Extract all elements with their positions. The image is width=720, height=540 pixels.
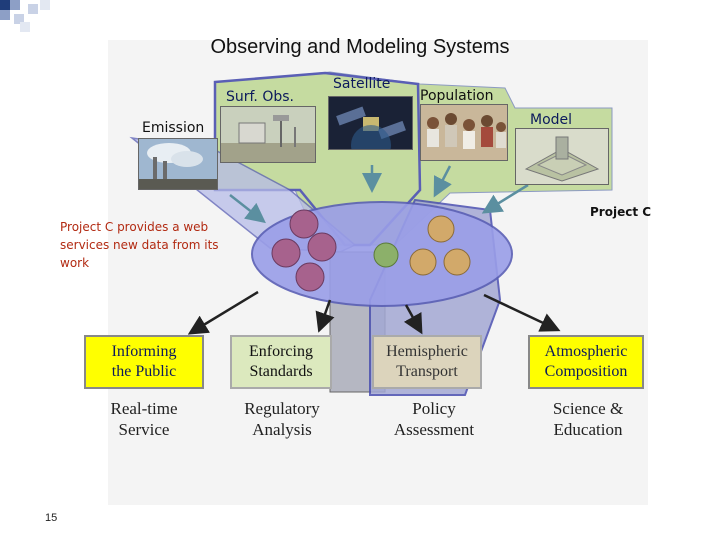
page-number: 15 xyxy=(45,512,58,524)
arrow-to-public xyxy=(187,290,259,335)
surface-observation-photo xyxy=(220,106,316,163)
arrow-model xyxy=(481,183,529,214)
project-c-label: Project C xyxy=(590,205,652,219)
enforcing-standards-box: Enforcing Standards xyxy=(230,335,332,389)
informing-public-label: Informing the Public xyxy=(111,343,177,380)
enforcing-standards-label: Enforcing Standards xyxy=(249,343,313,380)
atmospheric-composition-label: Atmospheric Composition xyxy=(544,343,628,380)
science-education-label: Science & Education xyxy=(552,399,624,439)
arrow-emission xyxy=(229,194,266,224)
hemispheric-transport-box: Hemispheric Transport xyxy=(372,335,482,389)
hub-node-orange-2 xyxy=(409,248,437,276)
regulatory-analysis-label: Regulatory Analysis xyxy=(244,399,320,439)
atmospheric-composition-box: Atmospheric Composition xyxy=(528,335,644,389)
hub-node-purple-3 xyxy=(271,238,301,268)
satellite-label: Satellite xyxy=(333,76,391,92)
arrow-to-composition xyxy=(483,293,561,332)
satellite-photo xyxy=(328,96,413,150)
arrow-to-transport xyxy=(403,304,423,335)
model-label: Model xyxy=(530,112,573,128)
slide-title: Observing and Modeling Systems xyxy=(210,36,510,58)
hub-node-purple-2 xyxy=(307,232,337,262)
surf-obs-label: Surf. Obs. xyxy=(226,89,294,105)
hub-node-orange-3 xyxy=(443,248,471,276)
hemispheric-transport-label: Hemispheric Transport xyxy=(386,343,468,380)
policy-assessment-label: Policy Assessment xyxy=(393,399,475,439)
emission-photo xyxy=(138,138,218,190)
arrow-population xyxy=(433,165,452,198)
hub-node-purple-4 xyxy=(295,262,325,292)
corner-decoration xyxy=(0,0,50,32)
project-c-note: Project C provides a web services new da… xyxy=(60,220,219,270)
real-time-service-label: Real-time Service xyxy=(110,399,178,439)
hub-node-orange-1 xyxy=(427,215,455,243)
model-photo xyxy=(515,128,609,185)
hub-node-green xyxy=(373,242,399,268)
population-photo xyxy=(420,104,508,161)
informing-public-box: Informing the Public xyxy=(84,335,204,389)
hub-node-purple-1 xyxy=(289,209,319,239)
population-label: Population xyxy=(420,88,494,104)
emission-label: Emission xyxy=(142,120,205,136)
arrow-to-standards xyxy=(315,299,335,333)
